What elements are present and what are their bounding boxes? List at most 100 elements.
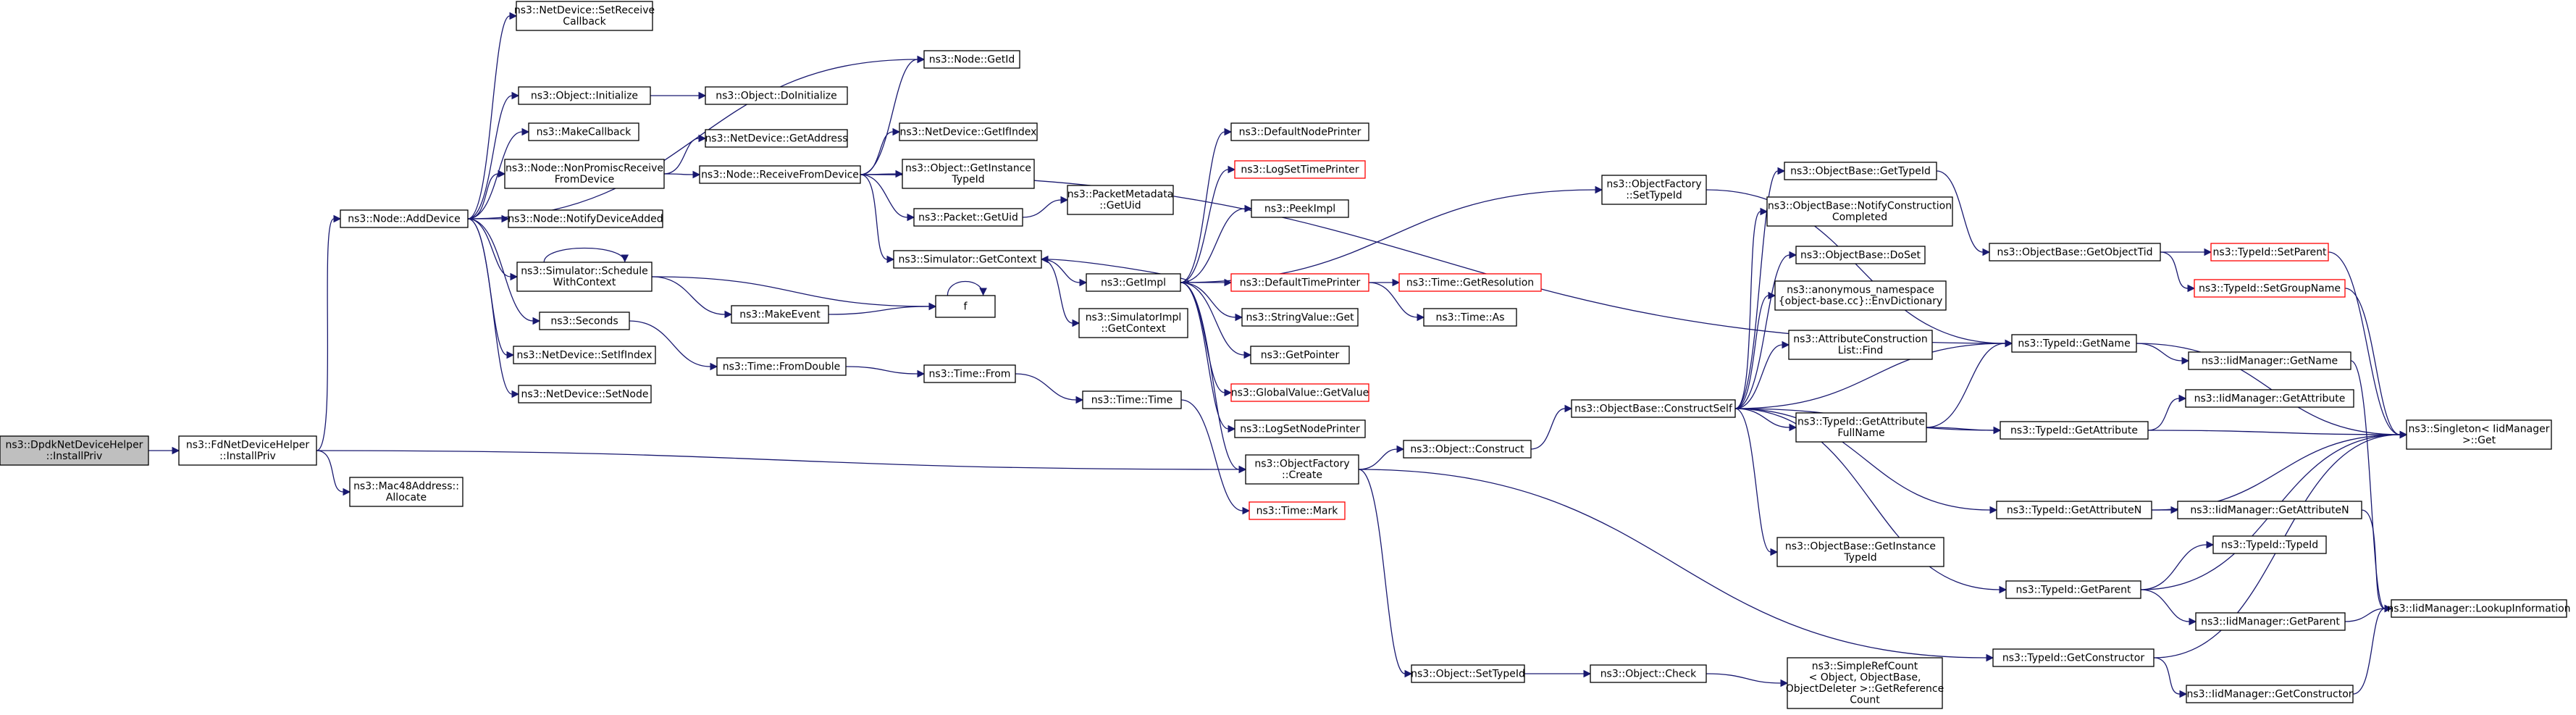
node-objsettype[interactable]: ns3::Object::SetTypeId [1411, 664, 1525, 683]
node-peekimpl[interactable]: ns3::PeekImpl [1251, 199, 1349, 218]
edge-tgetname-imgetname [2136, 343, 2190, 365]
node-simplerefcount[interactable]: ns3::SimpleRefCount< Object, ObjectBase,… [1786, 657, 1944, 709]
node-logsettime[interactable]: ns3::LogSetTimePrinter [1234, 160, 1366, 179]
node-getimpl[interactable]: ns3::GetImpl [1086, 273, 1181, 292]
node-label: ns3::ObjectBase::ConstructSelf [1574, 403, 1733, 414]
node-box [1788, 330, 1933, 360]
node-getres[interactable]: ns3::Time::GetResolution [1398, 273, 1542, 292]
node-logsetnode[interactable]: ns3::LogSetNodePrinter [1234, 419, 1366, 438]
node-objcreate[interactable]: ns3::ObjectFactory::Create [1245, 454, 1359, 485]
node-tgetattr[interactable]: ns3::TypeId::GetAttribute [2000, 421, 2149, 440]
edge-f-f [947, 281, 987, 296]
node-objconstruct[interactable]: ns3::Object::Construct [1403, 440, 1532, 459]
node-adddev[interactable]: ns3::Node::AddDevice [340, 209, 469, 228]
edge-getimpl-peekimpl [1180, 204, 1253, 283]
node-ttime[interactable]: ns3::Time::Time [1082, 390, 1182, 409]
node-fromdouble[interactable]: ns3::Time::FromDouble [716, 357, 847, 376]
node-box [513, 346, 656, 364]
edge-simctx-getimpl [1041, 259, 1088, 287]
node-ttypeid[interactable]: ns3::TypeId::TypeId [2212, 535, 2327, 554]
edge-adddev-init [467, 91, 520, 219]
edge-objcreate-objsettype [1358, 469, 1413, 678]
node-label: {object-base.cc}::EnvDictionary [1779, 296, 1942, 307]
node-box [1774, 280, 1947, 311]
node-strget[interactable]: ns3::StringValue::Get [1241, 308, 1359, 327]
node-setifidx[interactable]: ns3::NetDevice::SetIfIndex [513, 346, 656, 364]
node-doinit[interactable]: ns3::Object::DoInitialize [705, 86, 848, 105]
node-f[interactable]: f [935, 295, 996, 318]
node-simimplctx[interactable]: ns3::SimulatorImpl::GetContext [1078, 308, 1188, 338]
node-obnotify[interactable]: ns3::ObjectBase::NotifyConstructionCompl… [1766, 196, 1953, 227]
node-cself[interactable]: ns3::ObjectBase::ConstructSelf [1571, 399, 1736, 418]
node-label: f [964, 301, 968, 312]
node-singleton[interactable]: ns3::Singleton< IidManager>::Get [2406, 419, 2552, 450]
node-box [1776, 537, 1944, 567]
node-imgetparent[interactable]: ns3::IidManager::GetParent [2195, 612, 2346, 631]
node-box [705, 129, 848, 148]
node-gvget[interactable]: ns3::GlobalValue::GetValue [1230, 383, 1369, 402]
node-simctx[interactable]: ns3::Simulator::GetContext [893, 250, 1042, 269]
node-fdi[interactable]: ns3::FdNetDeviceHelper::InstallPriv [178, 435, 317, 466]
node-deftime[interactable]: ns3::DefaultTimePrinter [1230, 273, 1369, 292]
edge-objsettype-objcheck [1524, 669, 1592, 678]
node-box [899, 122, 1038, 141]
node-lookup[interactable]: ns3::IidManager::LookupInformation [2387, 599, 2571, 618]
node-box [1230, 122, 1369, 141]
node-dpdk[interactable]: ns3::DpdkNetDeviceHelper::InstallPriv [0, 435, 149, 466]
node-getptr[interactable]: ns3::GetPointer [1250, 346, 1350, 364]
node-tsetparent[interactable]: ns3::TypeId::SetParent [2210, 243, 2329, 262]
node-box [1251, 199, 1349, 218]
node-notify[interactable]: ns3::Node::NotifyDeviceAdded [508, 209, 663, 228]
node-pktuid[interactable]: ns3::Packet::GetUid [913, 208, 1023, 227]
node-timeas[interactable]: ns3::Time::As [1423, 308, 1517, 327]
edge-cself-obdoset [1734, 251, 1797, 409]
node-getaddr[interactable]: ns3::NetDevice::GetAddress [705, 129, 848, 148]
node-objcheck[interactable]: ns3::Object::Check [1590, 664, 1707, 683]
node-tgetattrn[interactable]: ns3::TypeId::GetAttributeN [1996, 501, 2152, 519]
node-tgetctor[interactable]: ns3::TypeId::GetConstructor [1992, 648, 2155, 667]
edge-pktuid-pmeta [1022, 196, 1069, 218]
node-init[interactable]: ns3::Object::Initialize [518, 86, 651, 105]
node-tgetname[interactable]: ns3::TypeId::GetName [2011, 334, 2137, 353]
node-obdoset[interactable]: ns3::ObjectBase::DoSet [1795, 246, 1926, 264]
node-label: ns3::TypeId::SetParent [2213, 246, 2327, 258]
node-tgetparent[interactable]: ns3::TypeId::GetParent [2005, 580, 2141, 599]
node-label: Callback [563, 16, 606, 28]
edge-fdi-objcreate [316, 450, 1247, 474]
node-getobjtid[interactable]: ns3::ObjectBase::GetObjectTid [1989, 243, 2161, 262]
node-envdict[interactable]: ns3::anonymous_namespace{object-base.cc}… [1774, 280, 1947, 311]
edge-schedctx-f [651, 276, 937, 311]
node-box [518, 86, 651, 105]
node-label: ns3::Object::SetTypeId [1411, 668, 1525, 680]
node-getid[interactable]: ns3::Node::GetId [923, 50, 1020, 69]
node-imgetattrn[interactable]: ns3::IidManager::GetAttributeN [2177, 501, 2362, 519]
node-defnode[interactable]: ns3::DefaultNodePrinter [1230, 122, 1369, 141]
edge-adddev-nonprom [467, 170, 506, 219]
node-imgetattr[interactable]: ns3::IidManager::GetAttribute [2185, 389, 2354, 408]
node-box [1571, 399, 1736, 418]
node-ofsettype[interactable]: ns3::ObjectFactory::SetTypeId [1601, 175, 1707, 205]
node-seconds[interactable]: ns3::Seconds [539, 311, 630, 330]
node-recvfrom[interactable]: ns3::Node::ReceiveFromDevice [699, 165, 861, 184]
node-setnode[interactable]: ns3::NetDevice::SetNode [518, 385, 652, 404]
node-mark[interactable]: ns3::Time::Mark [1249, 501, 1346, 520]
node-makeevent[interactable]: ns3::MakeEvent [731, 305, 829, 324]
node-from[interactable]: ns3::Time::From [923, 364, 1016, 383]
node-imgetctor[interactable]: ns3::IidManager::GetConstructor [2186, 685, 2354, 703]
node-mac48[interactable]: ns3::Mac48Address::Allocate [349, 477, 463, 507]
node-getifidx[interactable]: ns3::NetDevice::GetIfIndex [899, 122, 1038, 141]
node-imgetname[interactable]: ns3::IidManager::GetName [2188, 351, 2351, 370]
node-pmeta[interactable]: ns3::PacketMetadata::GetUid [1067, 185, 1174, 215]
node-makecb[interactable]: ns3::MakeCallback [528, 122, 639, 141]
node-tsetgroup[interactable]: ns3::TypeId::SetGroupName [2194, 279, 2346, 298]
node-obgettype[interactable]: ns3::ObjectBase::GetTypeId [1784, 162, 1937, 180]
node-label: ns3::Node::ReceiveFromDevice [701, 169, 859, 180]
node-label: ns3::Singleton< IidManager [2409, 424, 2550, 435]
